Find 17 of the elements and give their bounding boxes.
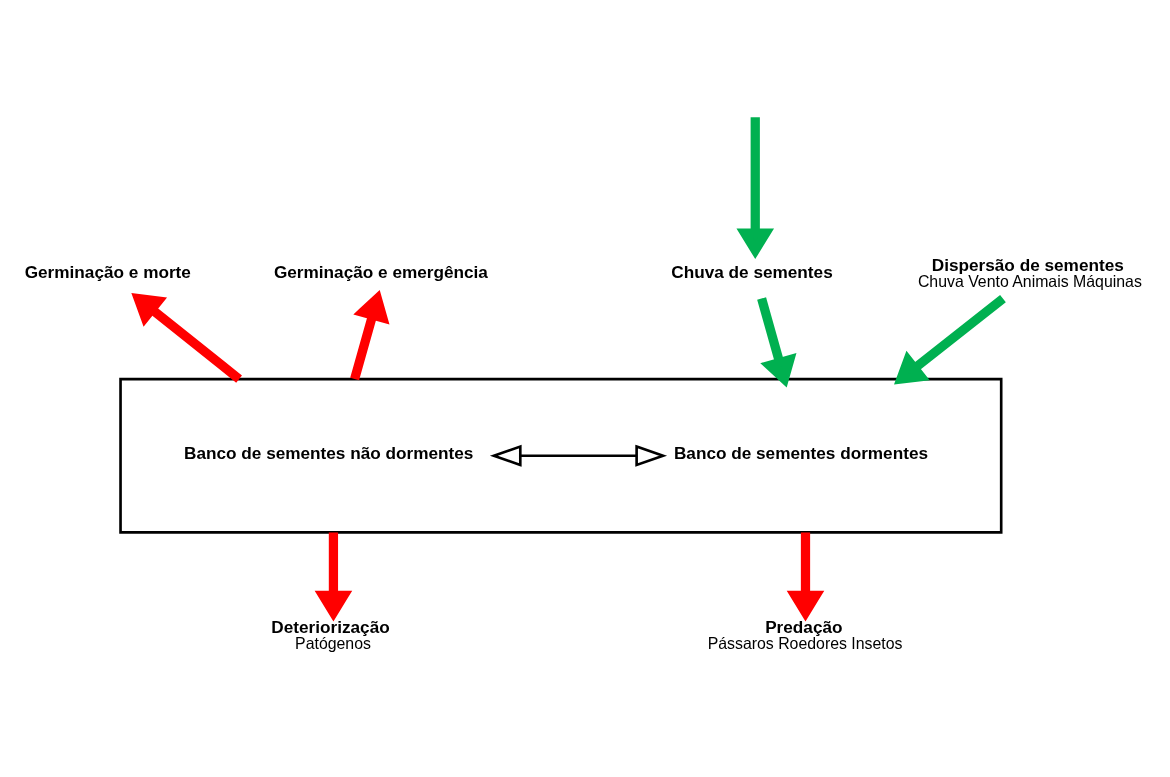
node-text: Germinação e morte: [24, 261, 191, 282]
node-text: Deteriorização Patógenos: [271, 616, 390, 652]
node-text: Predação Pássaros Roedores Insetos: [707, 616, 903, 652]
arrow: [894, 294, 1006, 385]
arrow: [757, 297, 797, 388]
arrow: [131, 293, 242, 383]
node-text: Chuva de sementes: [671, 261, 833, 282]
node-text: Banco de sementes não dormentes: [184, 442, 474, 463]
node-text: Banco de sementes dormentes: [673, 442, 928, 463]
arrow: [350, 290, 390, 381]
arrow: [489, 444, 668, 467]
node-text: Dispersão de sementes Chuva Vento Animais Máquinas: [917, 254, 1142, 290]
arrow: [786, 532, 825, 622]
arrow: [314, 532, 353, 622]
arrow: [736, 117, 775, 260]
node-text: Germinação e emergência: [273, 261, 488, 282]
cluster: [119, 377, 1003, 534]
